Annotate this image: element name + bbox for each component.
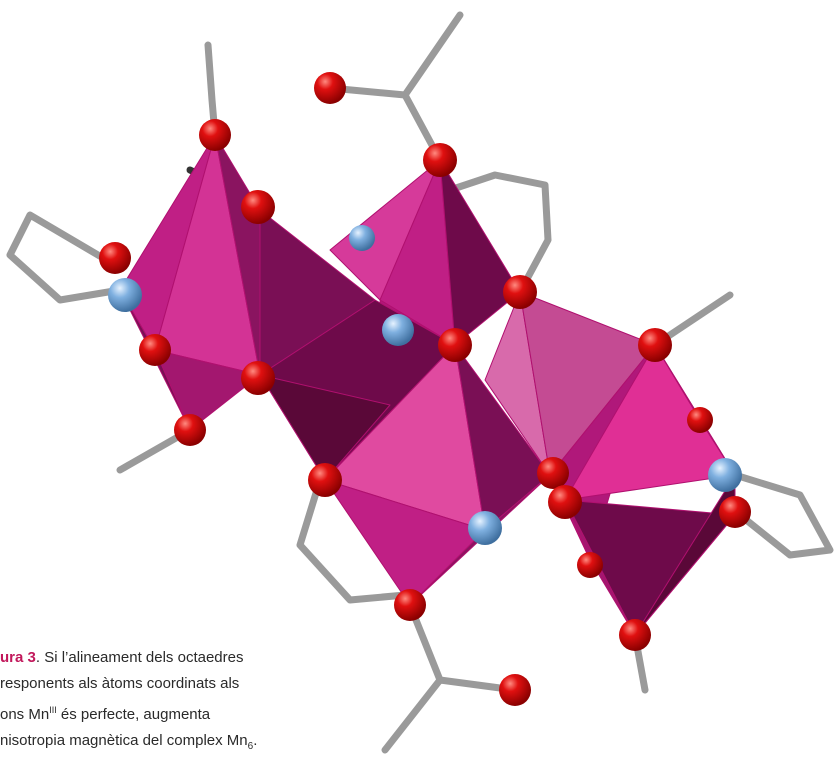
oxygen-atom xyxy=(548,485,582,519)
caption-subscript: 6 xyxy=(247,741,254,752)
nitrogen-atoms xyxy=(108,225,742,545)
caption-line-1-text: . Si l’alineament dels octaedres xyxy=(35,649,244,666)
oxygen-atom xyxy=(241,190,275,224)
figure-caption: ura 3. Si l’alineament dels octaedres re… xyxy=(0,645,320,760)
caption-superscript: III xyxy=(49,705,57,715)
nitrogen-atom xyxy=(349,225,375,251)
oxygen-atom xyxy=(577,552,603,578)
caption-line-2: responents als àtoms coordinats als xyxy=(0,675,240,692)
oxygen-atom xyxy=(394,589,426,621)
caption-line-4-pre: nisotropia magnètica del complex Mn xyxy=(0,732,248,749)
mn-octahedra xyxy=(119,134,736,636)
caption-line-1: ura 3. Si l’alineament dels octaedres xyxy=(0,645,320,671)
bond-left-pyridyl xyxy=(6,211,124,304)
oxygen-atom xyxy=(619,619,651,651)
caption-line-3-pre: ons Mn xyxy=(0,706,50,723)
nitrogen-atom xyxy=(468,511,502,545)
oxygen-atom xyxy=(174,414,206,446)
octahedron-center xyxy=(259,299,551,606)
oxygen-atom xyxy=(537,457,569,489)
caption-line-4: nisotropia magnètica del complex Mn6. xyxy=(0,728,320,760)
bond-top-bridge xyxy=(446,171,552,296)
caption-label: ura 3 xyxy=(0,649,36,666)
nitrogen-atom xyxy=(708,458,742,492)
nitrogen-atom xyxy=(382,314,414,346)
oxygen-atom xyxy=(99,242,131,274)
oxygen-atom xyxy=(503,275,537,309)
oxygen-atom xyxy=(423,143,457,177)
oxygen-atom xyxy=(308,463,342,497)
nitrogen-atom xyxy=(108,278,142,312)
caption-line-4-post: . xyxy=(253,732,258,749)
oxygen-atoms xyxy=(99,72,751,706)
oxygen-atom xyxy=(199,119,231,151)
oxygen-atom xyxy=(241,361,275,395)
bond-right-pyridyl xyxy=(731,471,834,559)
bond-top-acetate xyxy=(326,11,464,99)
oxygen-atom xyxy=(719,496,751,528)
oxygen-atom xyxy=(314,72,346,104)
oxygen-atom xyxy=(687,407,713,433)
bond-bottom-acetate xyxy=(381,676,519,754)
caption-line-3-post: és perfecte, augmenta xyxy=(56,706,211,723)
oxygen-atom xyxy=(638,328,672,362)
oxygen-atom xyxy=(499,674,531,706)
oxygen-atom xyxy=(139,334,171,366)
oxygen-atom xyxy=(438,328,472,362)
caption-line-3: ons MnIII és perfecte, augmenta xyxy=(0,697,320,728)
